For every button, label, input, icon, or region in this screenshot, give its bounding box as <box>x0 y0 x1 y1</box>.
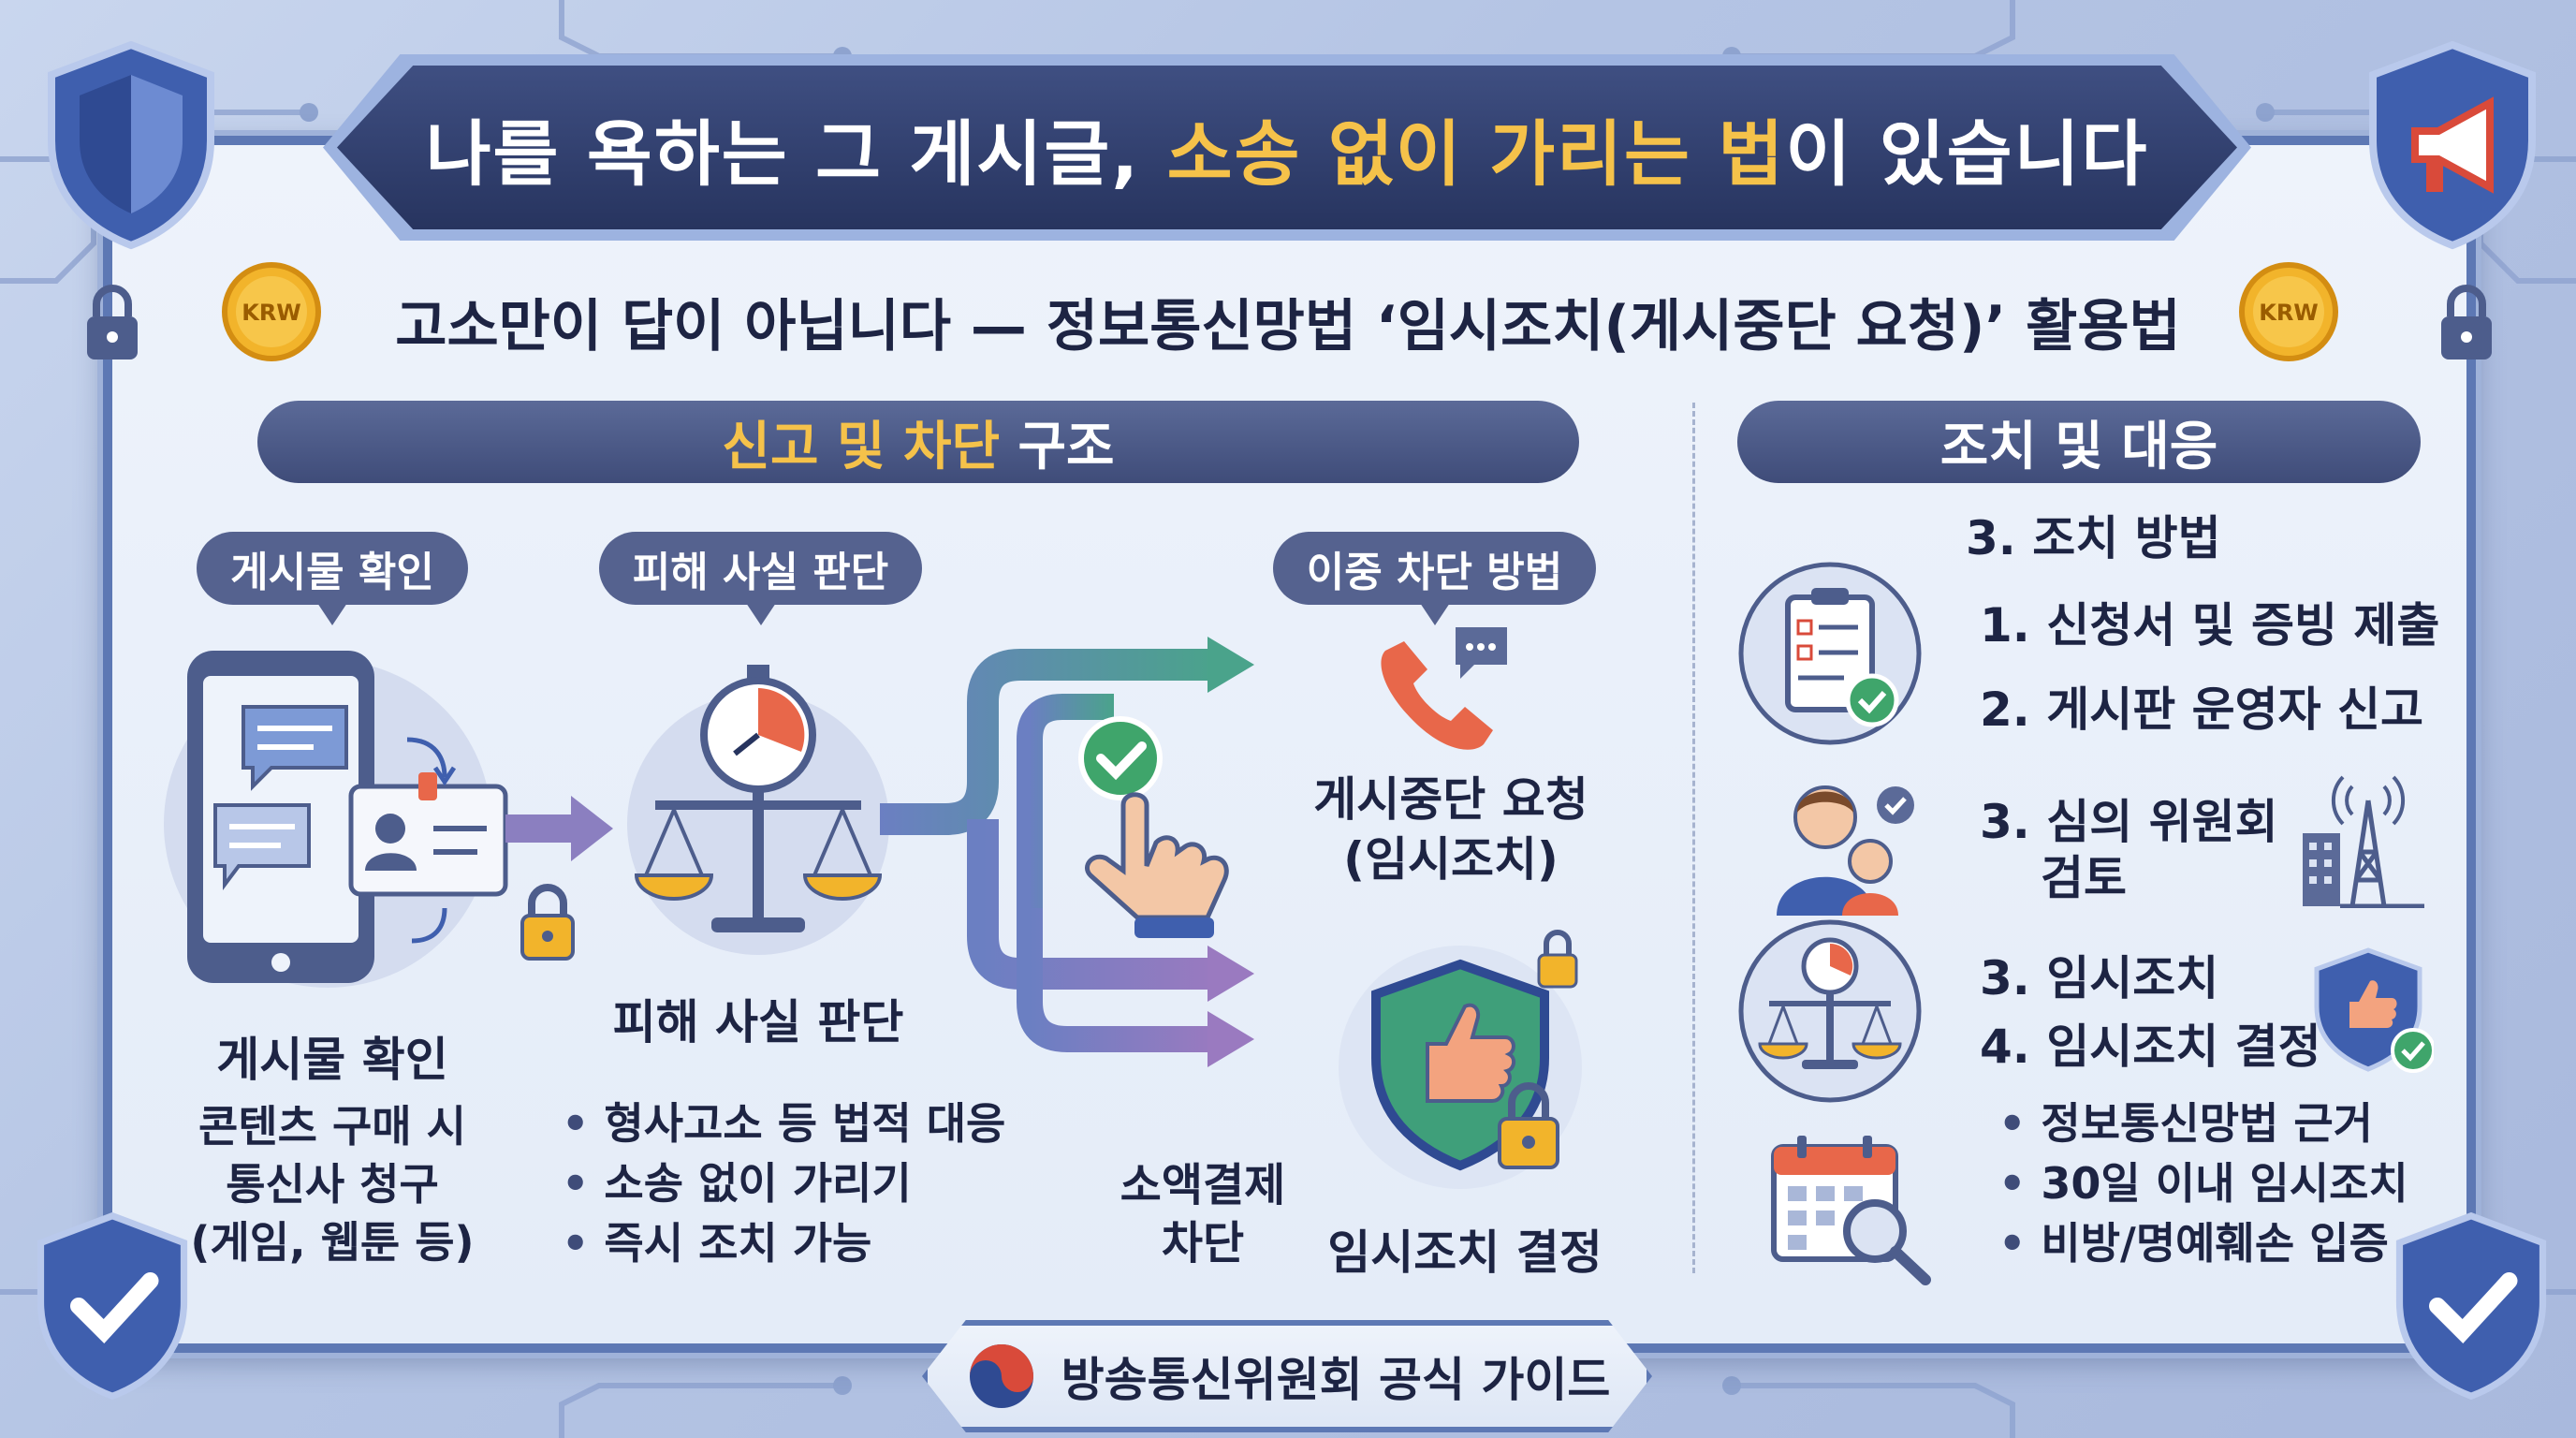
megaphone-icon <box>2369 40 2536 250</box>
check-icon <box>1078 716 1163 800</box>
right-item-2: 2. 게시판 운영자 신고 <box>1980 682 2424 737</box>
scale-icon <box>627 665 889 955</box>
branch-arrows <box>880 637 1254 1067</box>
step1-desc-line3: (게임, 웹툰 등) <box>190 1217 475 1268</box>
chat-bubble-icon <box>242 705 348 791</box>
section-divider <box>1692 403 1695 1273</box>
right-bullet: 정보통신망법 근거 <box>1998 1093 2408 1153</box>
right-item-4: 3. 임시조치 <box>1980 951 2219 1005</box>
step1-pill: 게시물 확인 <box>197 532 468 625</box>
title-banner: 나를 욕하는 그 게시글, 소송 없이 가리는 법이 있습니다 <box>337 66 2237 229</box>
section-heading-right: 조치 및 대응 <box>1737 401 2421 483</box>
title-part1: 나를 욕하는 그 게시글, <box>425 111 1167 196</box>
step3-label-b-line2: 차단 <box>1161 1217 1245 1269</box>
title-part2: 이 있습니다 <box>1785 111 2149 196</box>
step2-bullets: 형사고소 등 법적 대응 소송 없이 가리기 즉시 조치 가능 <box>562 1093 1005 1273</box>
thumbs-up-shield-icon <box>1339 930 1582 1189</box>
padlock-icon <box>2441 285 2492 360</box>
step3-pill: 이중 차단 방법 <box>1273 532 1596 625</box>
taegeuk-icon <box>969 1344 1033 1408</box>
page-title: 나를 욕하는 그 게시글, 소송 없이 가리는 법이 있습니다 <box>426 96 2149 199</box>
calendar-icon <box>1771 1136 1931 1285</box>
stopwatch-icon <box>700 665 816 793</box>
phone-illustration <box>164 651 508 988</box>
padlock-icon <box>1537 930 1578 989</box>
thumbs-up-shield-icon <box>2314 947 2434 1073</box>
footer-badge: 방송통신위원회 공식 가이드 <box>922 1320 1652 1432</box>
right-item-5: 4. 임시조치 결정 <box>1980 1020 2321 1074</box>
coin-icon: KRW <box>222 262 321 361</box>
pointing-hand-icon <box>1078 716 1229 938</box>
coin-icon: KRW <box>2239 262 2338 361</box>
section-heading-left: 신고 및 차단 구조 <box>257 401 1579 483</box>
family-icon <box>1777 785 1914 916</box>
step1-desc: 콘텐츠 구매 시 통신사 청구 (게임, 웹툰 등) <box>168 1097 496 1271</box>
footer-text: 방송통신위원회 공식 가이드 <box>1061 1353 1611 1407</box>
step1-desc-line1: 콘텐츠 구매 시 <box>198 1101 466 1152</box>
method-title: 3. 조치 방법 <box>1966 511 2221 565</box>
padlock-icon <box>1498 1082 1559 1169</box>
step3-label-a-line1: 게시중단 요청 <box>1313 772 1588 827</box>
subtitle: 고소만이 답이 아닙니다 — 정보통신망법 ‘임시조치(게시중단 요청)’ 활용… <box>395 294 2181 360</box>
shield-check-icon <box>2395 1211 2547 1401</box>
step3-label-a: 게시중단 요청 (임시조치) <box>1282 770 1619 889</box>
right-item-3: 3. 심의 위원회 <box>1980 795 2278 849</box>
heading-right-text: 조치 및 대응 <box>1939 416 2218 477</box>
step3-label-a-line2: (임시조치) <box>1343 832 1559 887</box>
coin-label: KRW <box>2259 300 2319 326</box>
step2-bullet: 즉시 조치 가능 <box>562 1213 1005 1273</box>
coin-label: KRW <box>242 300 301 326</box>
title-highlight: 소송 없이 가리는 법 <box>1166 111 1786 196</box>
shield-check-icon <box>37 1211 188 1401</box>
phone-icon <box>1381 627 1507 750</box>
padlock-icon <box>520 884 575 961</box>
shield-check-icon <box>48 40 214 250</box>
arrow-right <box>505 796 613 861</box>
right-item-3b: 검토 <box>2041 851 2127 905</box>
right-bullet: 비방/명예훼손 입증 <box>1998 1213 2408 1273</box>
step1-desc-line2: 통신사 청구 <box>226 1159 439 1210</box>
scale-icon <box>1738 919 1922 1103</box>
step3-label-b: 소액결제 차단 <box>1100 1156 1306 1272</box>
heading-left-highlight: 신고 및 차단 <box>722 416 1001 477</box>
right-bullet: 30일 이내 임시조치 <box>1998 1153 2408 1213</box>
step2-bullet: 형사고소 등 법적 대응 <box>562 1093 1005 1153</box>
step2-pill: 피해 사실 판단 <box>599 532 922 625</box>
heading-left-rest: 구조 <box>1000 416 1115 477</box>
tower-icon <box>2303 775 2424 908</box>
profile-card-icon <box>348 772 508 897</box>
step2-label: 피해 사실 판단 <box>612 995 904 1049</box>
magnifier-icon <box>1843 1199 1931 1285</box>
step1-label: 게시물 확인 <box>216 1033 448 1087</box>
step3-label-b-line1: 소액결제 <box>1120 1159 1286 1211</box>
step3-label-c: 임시조치 결정 <box>1327 1225 1603 1280</box>
clipboard-icon <box>1738 562 1922 745</box>
padlock-icon <box>87 285 138 360</box>
step2-bullet: 소송 없이 가리기 <box>562 1153 1005 1213</box>
right-item-1: 1. 신청서 및 증빙 제출 <box>1980 598 2440 653</box>
right-bullets: 정보통신망법 근거 30일 이내 임시조치 비방/명예훼손 입증 <box>1998 1093 2408 1273</box>
